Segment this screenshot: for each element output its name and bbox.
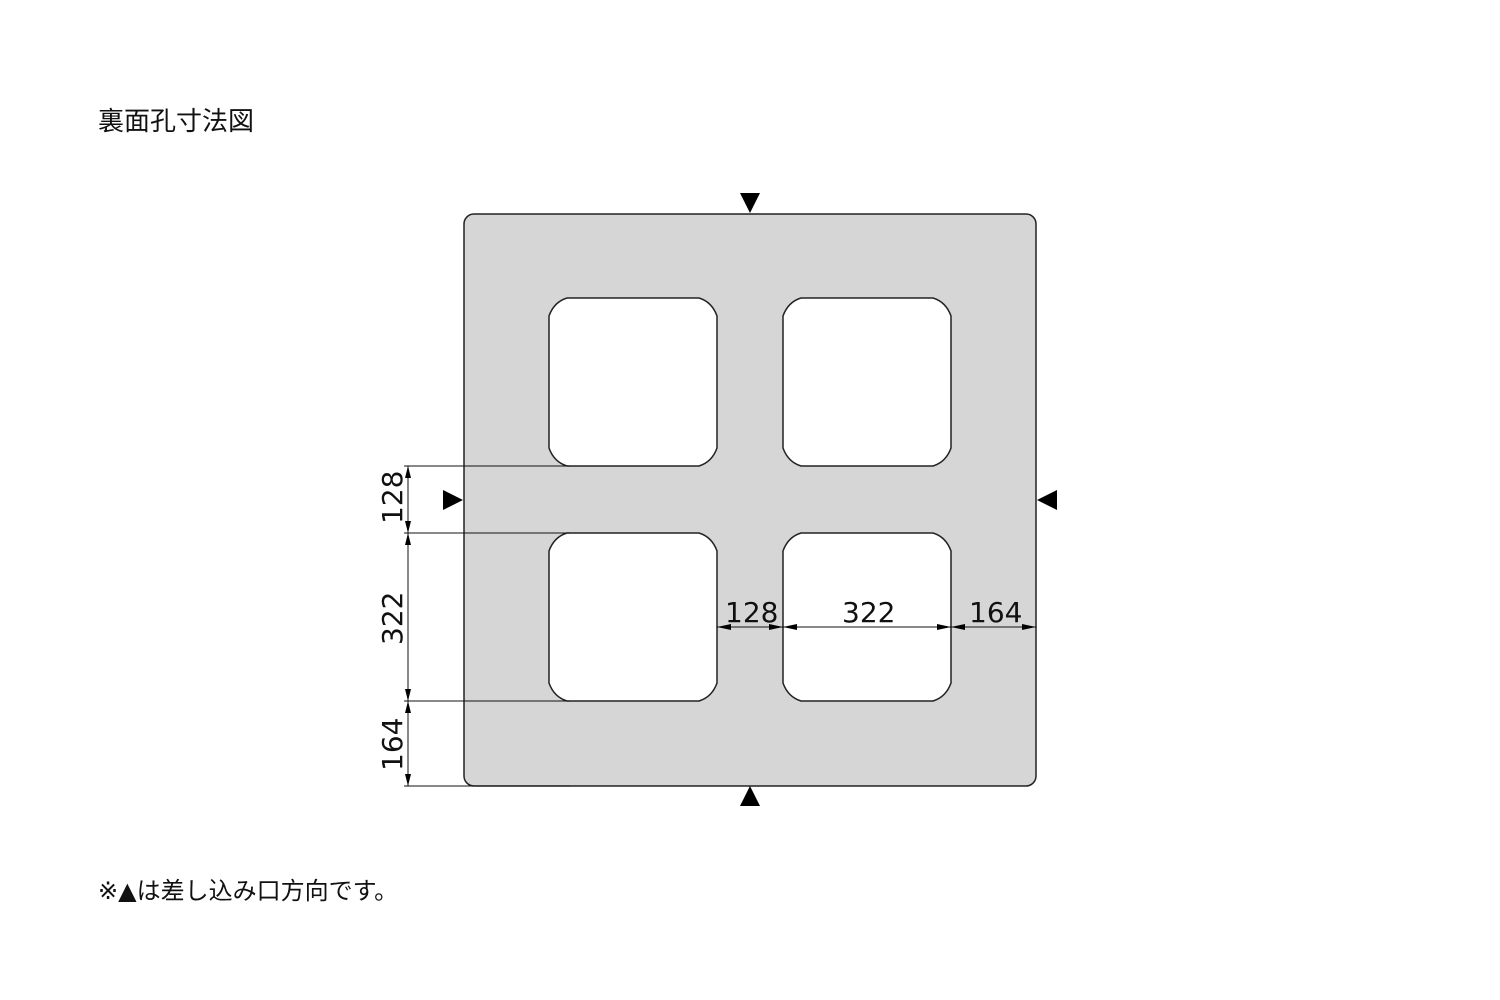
insertion-arrow-left-icon [443, 490, 463, 510]
dimension-arrowhead [405, 521, 411, 533]
dimension-arrowhead [405, 533, 411, 545]
insertion-arrow-top-icon [740, 193, 760, 213]
dimension-arrowhead [1022, 624, 1036, 630]
insertion-direction-note: ※▲は差し込み口方向です。 [98, 877, 399, 905]
dim-horizontal-128: 128 [725, 596, 778, 629]
hole [782, 297, 952, 467]
dimension-arrowhead [937, 624, 951, 630]
dim-vertical-128: 128 [376, 471, 409, 524]
insertion-arrow-bottom-icon [740, 786, 760, 806]
plate [463, 213, 1037, 787]
dimension-arrowhead [405, 689, 411, 701]
dimension-arrowhead [405, 701, 411, 713]
dimension-arrowhead [405, 774, 411, 786]
dim-vertical-322: 322 [376, 592, 409, 645]
dimension-arrowhead [783, 624, 797, 630]
dim-horizontal-322: 322 [842, 596, 895, 629]
dimension-arrowhead [769, 624, 783, 630]
dimension-arrowhead [405, 466, 411, 478]
dimension-arrowhead [951, 624, 965, 630]
hole [548, 532, 718, 702]
hole [782, 532, 952, 702]
insertion-arrow-right-icon [1037, 490, 1057, 510]
dimension-arrowhead [717, 624, 731, 630]
hole [548, 297, 718, 467]
diagram-title: 裏面孔寸法図 [98, 107, 255, 137]
dim-horizontal-164: 164 [969, 596, 1022, 629]
dim-vertical-164: 164 [376, 718, 409, 771]
